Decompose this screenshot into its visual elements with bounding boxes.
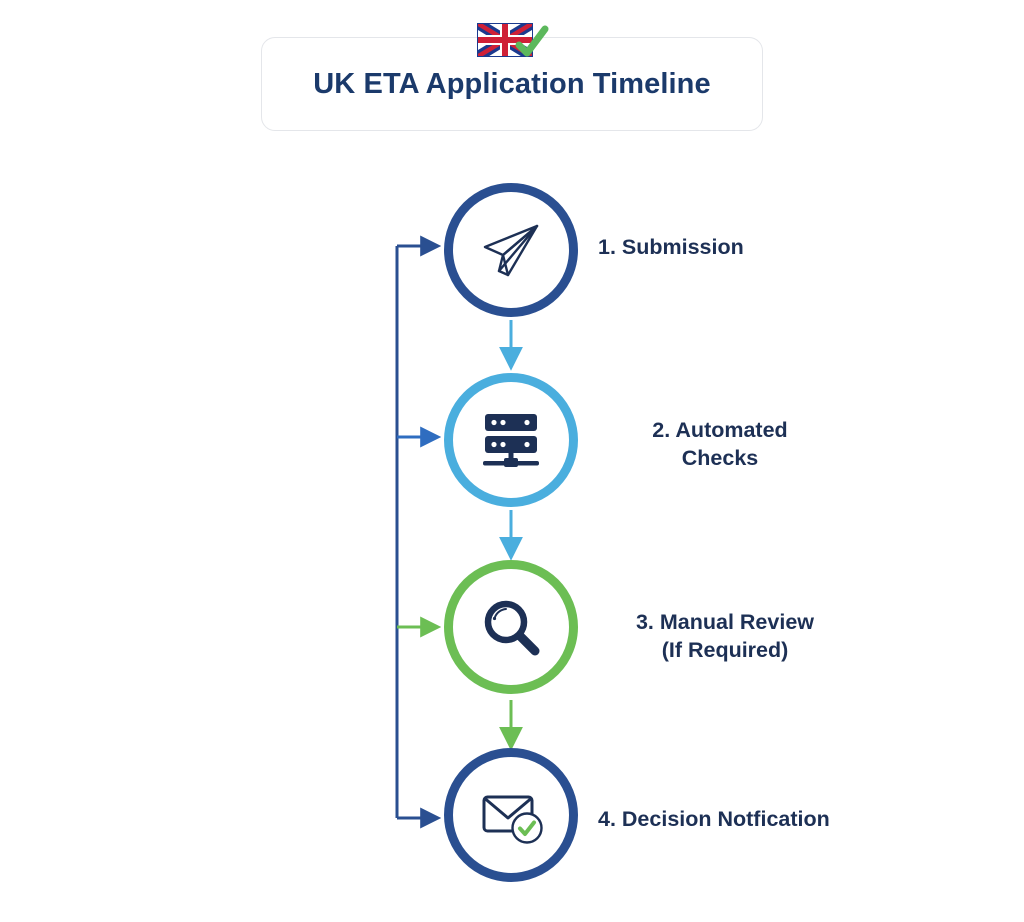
uk-flag-icon — [477, 23, 549, 57]
step-label-1: 1. Submission — [598, 235, 744, 259]
step-label-4: 4. Decision Notfication — [598, 807, 830, 831]
envelope-check-icon — [482, 795, 543, 844]
step-label-2: 2. Automated Checks — [652, 418, 788, 471]
step-node-1[interactable] — [444, 183, 578, 317]
step-node-4[interactable] — [444, 748, 578, 882]
server-stack-icon — [483, 414, 539, 467]
paper-plane-icon — [483, 224, 539, 277]
step-node-3[interactable] — [444, 560, 578, 694]
green-check-icon — [515, 25, 549, 57]
magnifying-glass-icon — [484, 600, 540, 656]
step-node-2[interactable] — [444, 373, 578, 507]
page-title: UK ETA Application Timeline — [313, 67, 711, 100]
step-label-3: 3. Manual Review (If Required) — [635, 610, 815, 663]
